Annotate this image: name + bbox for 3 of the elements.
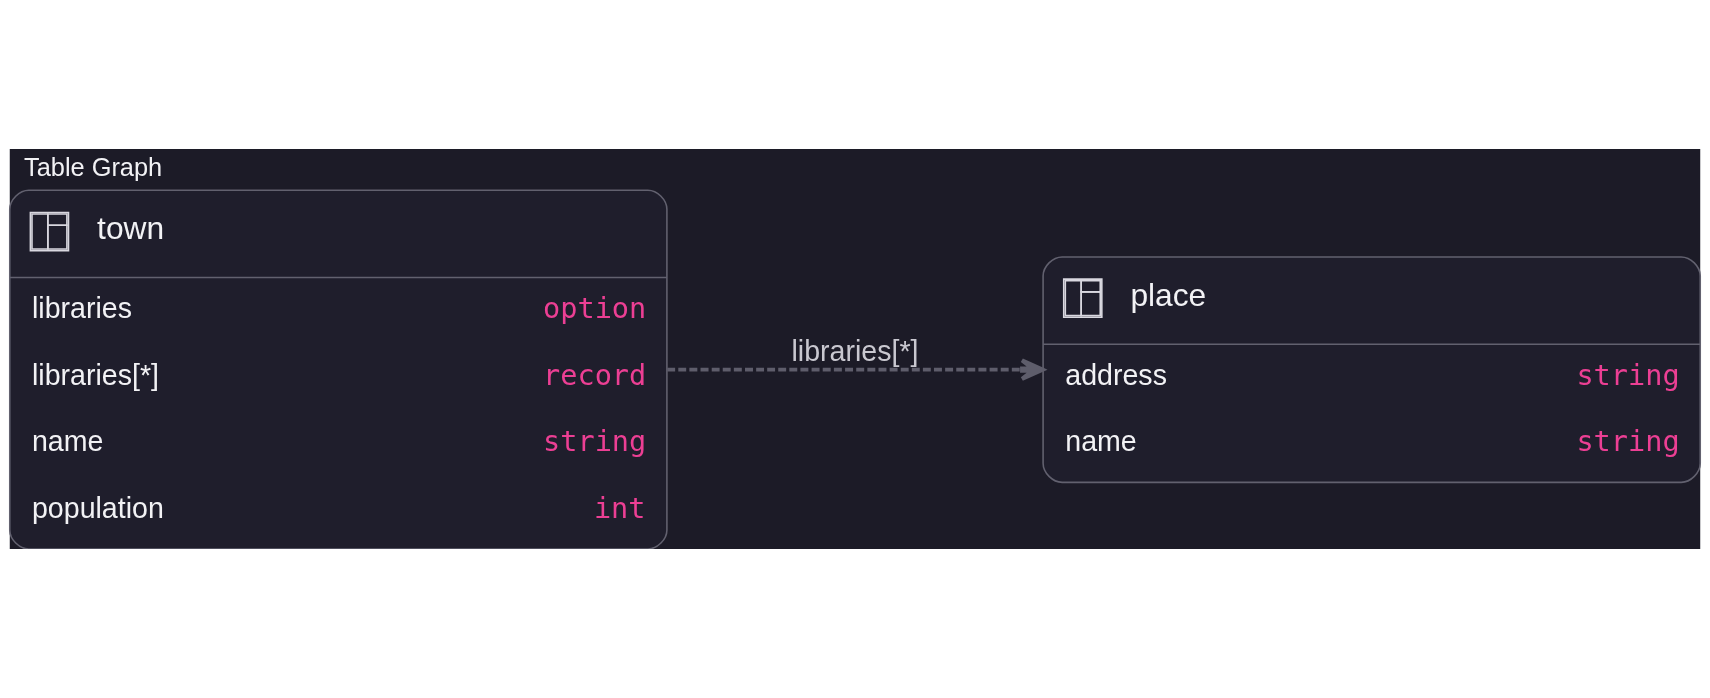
diagram-title: Table Graph — [23, 152, 163, 181]
arrow — [667, 358, 1045, 381]
edge-label: libraries[*] — [791, 334, 919, 367]
